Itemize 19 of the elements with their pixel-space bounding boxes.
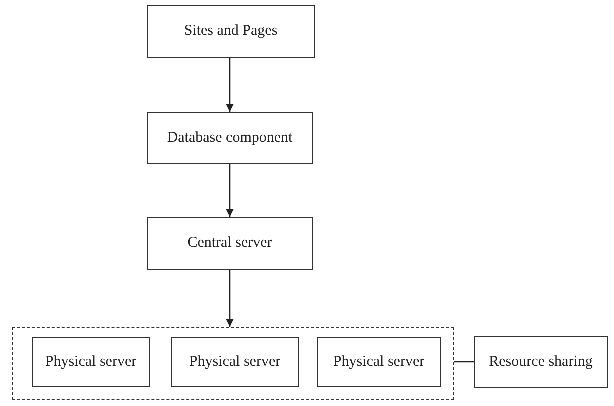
- connector-line: [454, 361, 474, 363]
- box-label: Sites and Pages: [184, 23, 278, 40]
- process-box: [147, 217, 313, 270]
- process-box: [171, 337, 299, 387]
- arrow: [226, 164, 234, 217]
- process-box: [32, 337, 150, 387]
- arrow: [226, 270, 234, 327]
- process-box: [317, 337, 441, 387]
- box-label: Resource sharing: [489, 354, 593, 370]
- process-box: [147, 5, 315, 58]
- process-box: [147, 112, 313, 164]
- process-box: [474, 336, 608, 388]
- box-label: Physical server: [45, 354, 137, 370]
- box-label: Physical server: [333, 354, 425, 370]
- dashed-group-box: [12, 327, 454, 400]
- arrow: [226, 58, 234, 112]
- box-label: Central server: [188, 235, 272, 252]
- box-label: Physical server: [189, 354, 281, 370]
- box-label: Database component: [167, 130, 293, 146]
